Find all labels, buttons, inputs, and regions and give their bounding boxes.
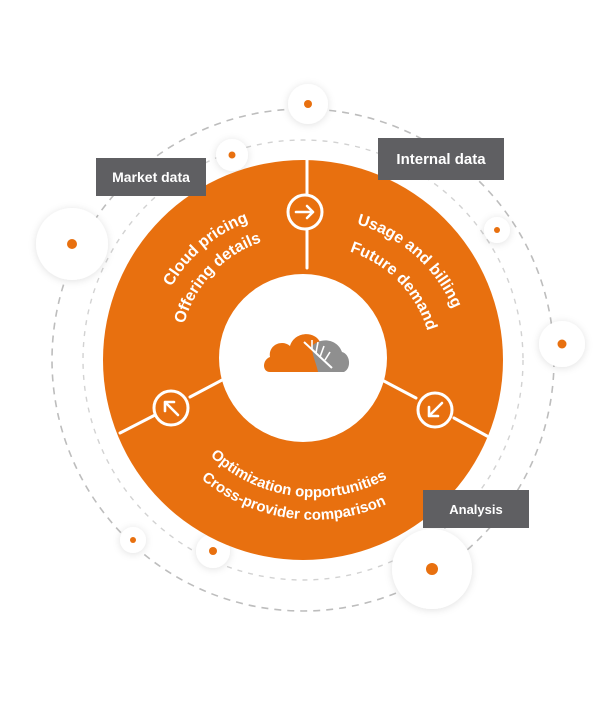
- arrow-right-icon: [286, 193, 324, 231]
- analysis-label: Analysis: [423, 490, 529, 528]
- market-data-label: Market data: [96, 158, 206, 196]
- orbit-dot-top-left-center: [228, 151, 236, 159]
- orbit-dot-top-center: [304, 100, 312, 108]
- inner-dashed-ring: [82, 139, 524, 581]
- orbit-dot-right-small-center: [494, 227, 500, 233]
- orbit-dot-large-bottom-center: [426, 563, 438, 575]
- arrow-down-left-icon: [416, 391, 454, 429]
- orbit-dot-bottom-left-center: [209, 547, 217, 555]
- orbit-dot-right-center: [557, 339, 567, 349]
- cloud-icon: [264, 334, 350, 372]
- orbit-dots: [36, 84, 585, 609]
- orbit-dot-bottom-left-small-center: [130, 537, 136, 543]
- arrow-up-left-icon: [152, 389, 190, 427]
- internal-data-label: Internal data: [378, 138, 504, 180]
- segment-dividers: [118, 158, 489, 438]
- orbit-dot-large-left-center: [67, 239, 77, 249]
